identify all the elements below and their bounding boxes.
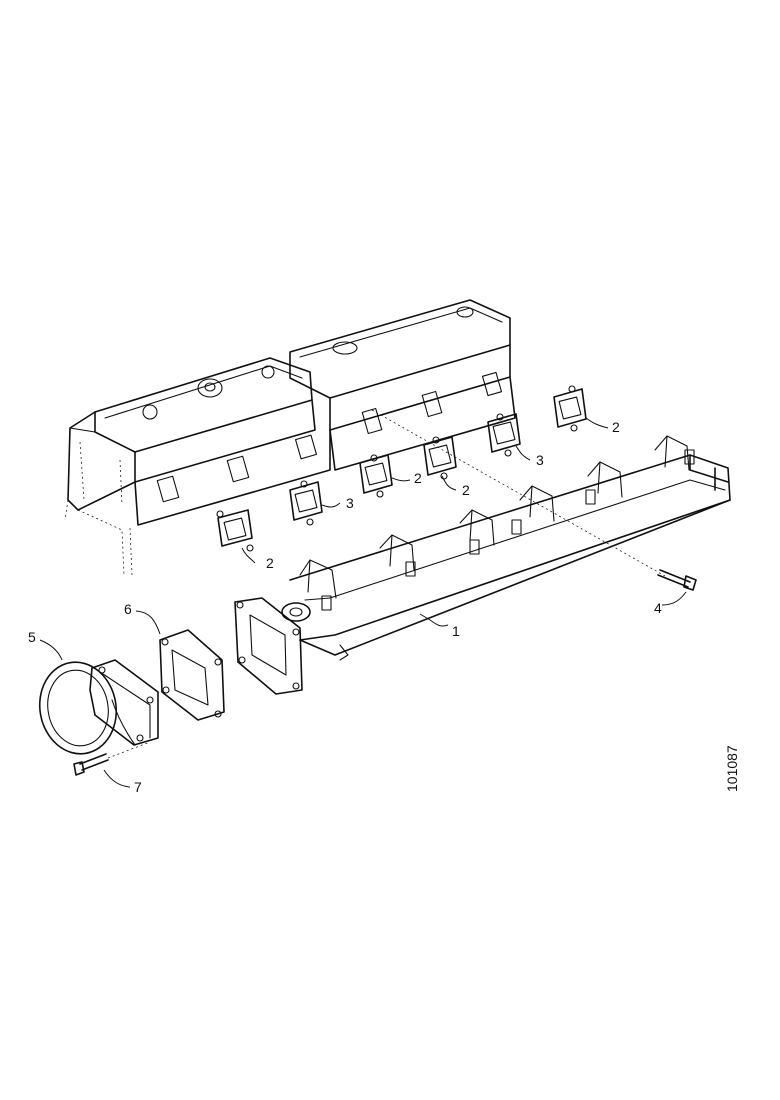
port-gasket xyxy=(359,454,393,498)
leader-lines xyxy=(39,417,687,788)
callout-5: 5 xyxy=(28,629,36,645)
manifold-bolt xyxy=(371,409,697,591)
figure-reference-number: 101087 xyxy=(724,745,740,792)
callout-6: 6 xyxy=(124,601,132,617)
flange-gasket xyxy=(159,629,225,721)
port-gasket xyxy=(216,509,254,552)
callout-3: 3 xyxy=(536,452,544,468)
callout-4: 4 xyxy=(654,600,662,616)
cylinder-head-assembly xyxy=(64,299,516,576)
callout-2: 2 xyxy=(414,470,422,486)
port-gasket xyxy=(553,385,587,432)
port-gasket xyxy=(289,480,323,526)
port-gasket xyxy=(423,436,457,480)
manifold-port-riser xyxy=(511,485,555,535)
callout-2: 2 xyxy=(462,482,470,498)
callout-3: 3 xyxy=(346,495,354,511)
callout-1: 1 xyxy=(452,623,460,639)
callout-2: 2 xyxy=(612,419,620,435)
exhaust-manifold xyxy=(234,435,731,695)
callout-2: 2 xyxy=(266,555,274,571)
manifold-port-riser xyxy=(585,461,623,505)
callout-7: 7 xyxy=(134,779,142,795)
manifold-port-riser xyxy=(299,559,337,611)
manifold-port-riser xyxy=(379,534,416,577)
manifold-port-riser xyxy=(459,509,495,555)
seal-ring xyxy=(38,661,118,755)
elbow-screw xyxy=(73,741,151,776)
port-gaskets xyxy=(216,385,587,552)
port-gasket xyxy=(487,413,521,457)
manifold-port-riser xyxy=(654,435,695,471)
